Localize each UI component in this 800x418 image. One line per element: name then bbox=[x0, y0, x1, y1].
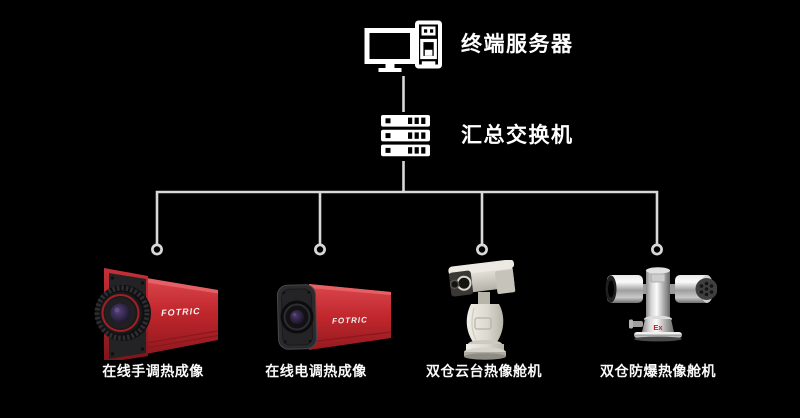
connector-node-circle bbox=[651, 243, 663, 256]
connector-node-circle bbox=[476, 243, 488, 256]
device-image-motorized-focus-camera: FOTRIC bbox=[276, 284, 392, 350]
device-label-explosion-proof: 双仓防爆热像舱机 bbox=[600, 363, 716, 379]
device-image-manual-focus-camera: FOTRIC bbox=[94, 268, 219, 360]
bus-line bbox=[155, 190, 659, 244]
connector-node-circle bbox=[314, 243, 326, 256]
device-image-ptz-camera bbox=[448, 260, 516, 360]
desktop-server-icon bbox=[364, 20, 442, 72]
device-label-manual-focus: 在线手调热成像 bbox=[102, 363, 204, 379]
aggregation-switch-icon bbox=[381, 115, 430, 157]
aggregation-switch-label: 汇总交换机 bbox=[461, 124, 574, 147]
fotric-brand-text: FOTRIC bbox=[332, 315, 368, 325]
device-label-ptz: 双仓云台热像舱机 bbox=[426, 363, 542, 379]
fotric-brand-text: FOTRIC bbox=[161, 306, 201, 318]
connector-node-circle bbox=[151, 243, 163, 256]
ex-badge-text: Ex bbox=[653, 323, 663, 332]
terminal-server-label: 终端服务器 bbox=[461, 33, 574, 56]
device-image-explosion-proof-camera: Ex bbox=[605, 267, 717, 342]
device-label-motorized-focus: 在线电调热成像 bbox=[265, 363, 367, 379]
